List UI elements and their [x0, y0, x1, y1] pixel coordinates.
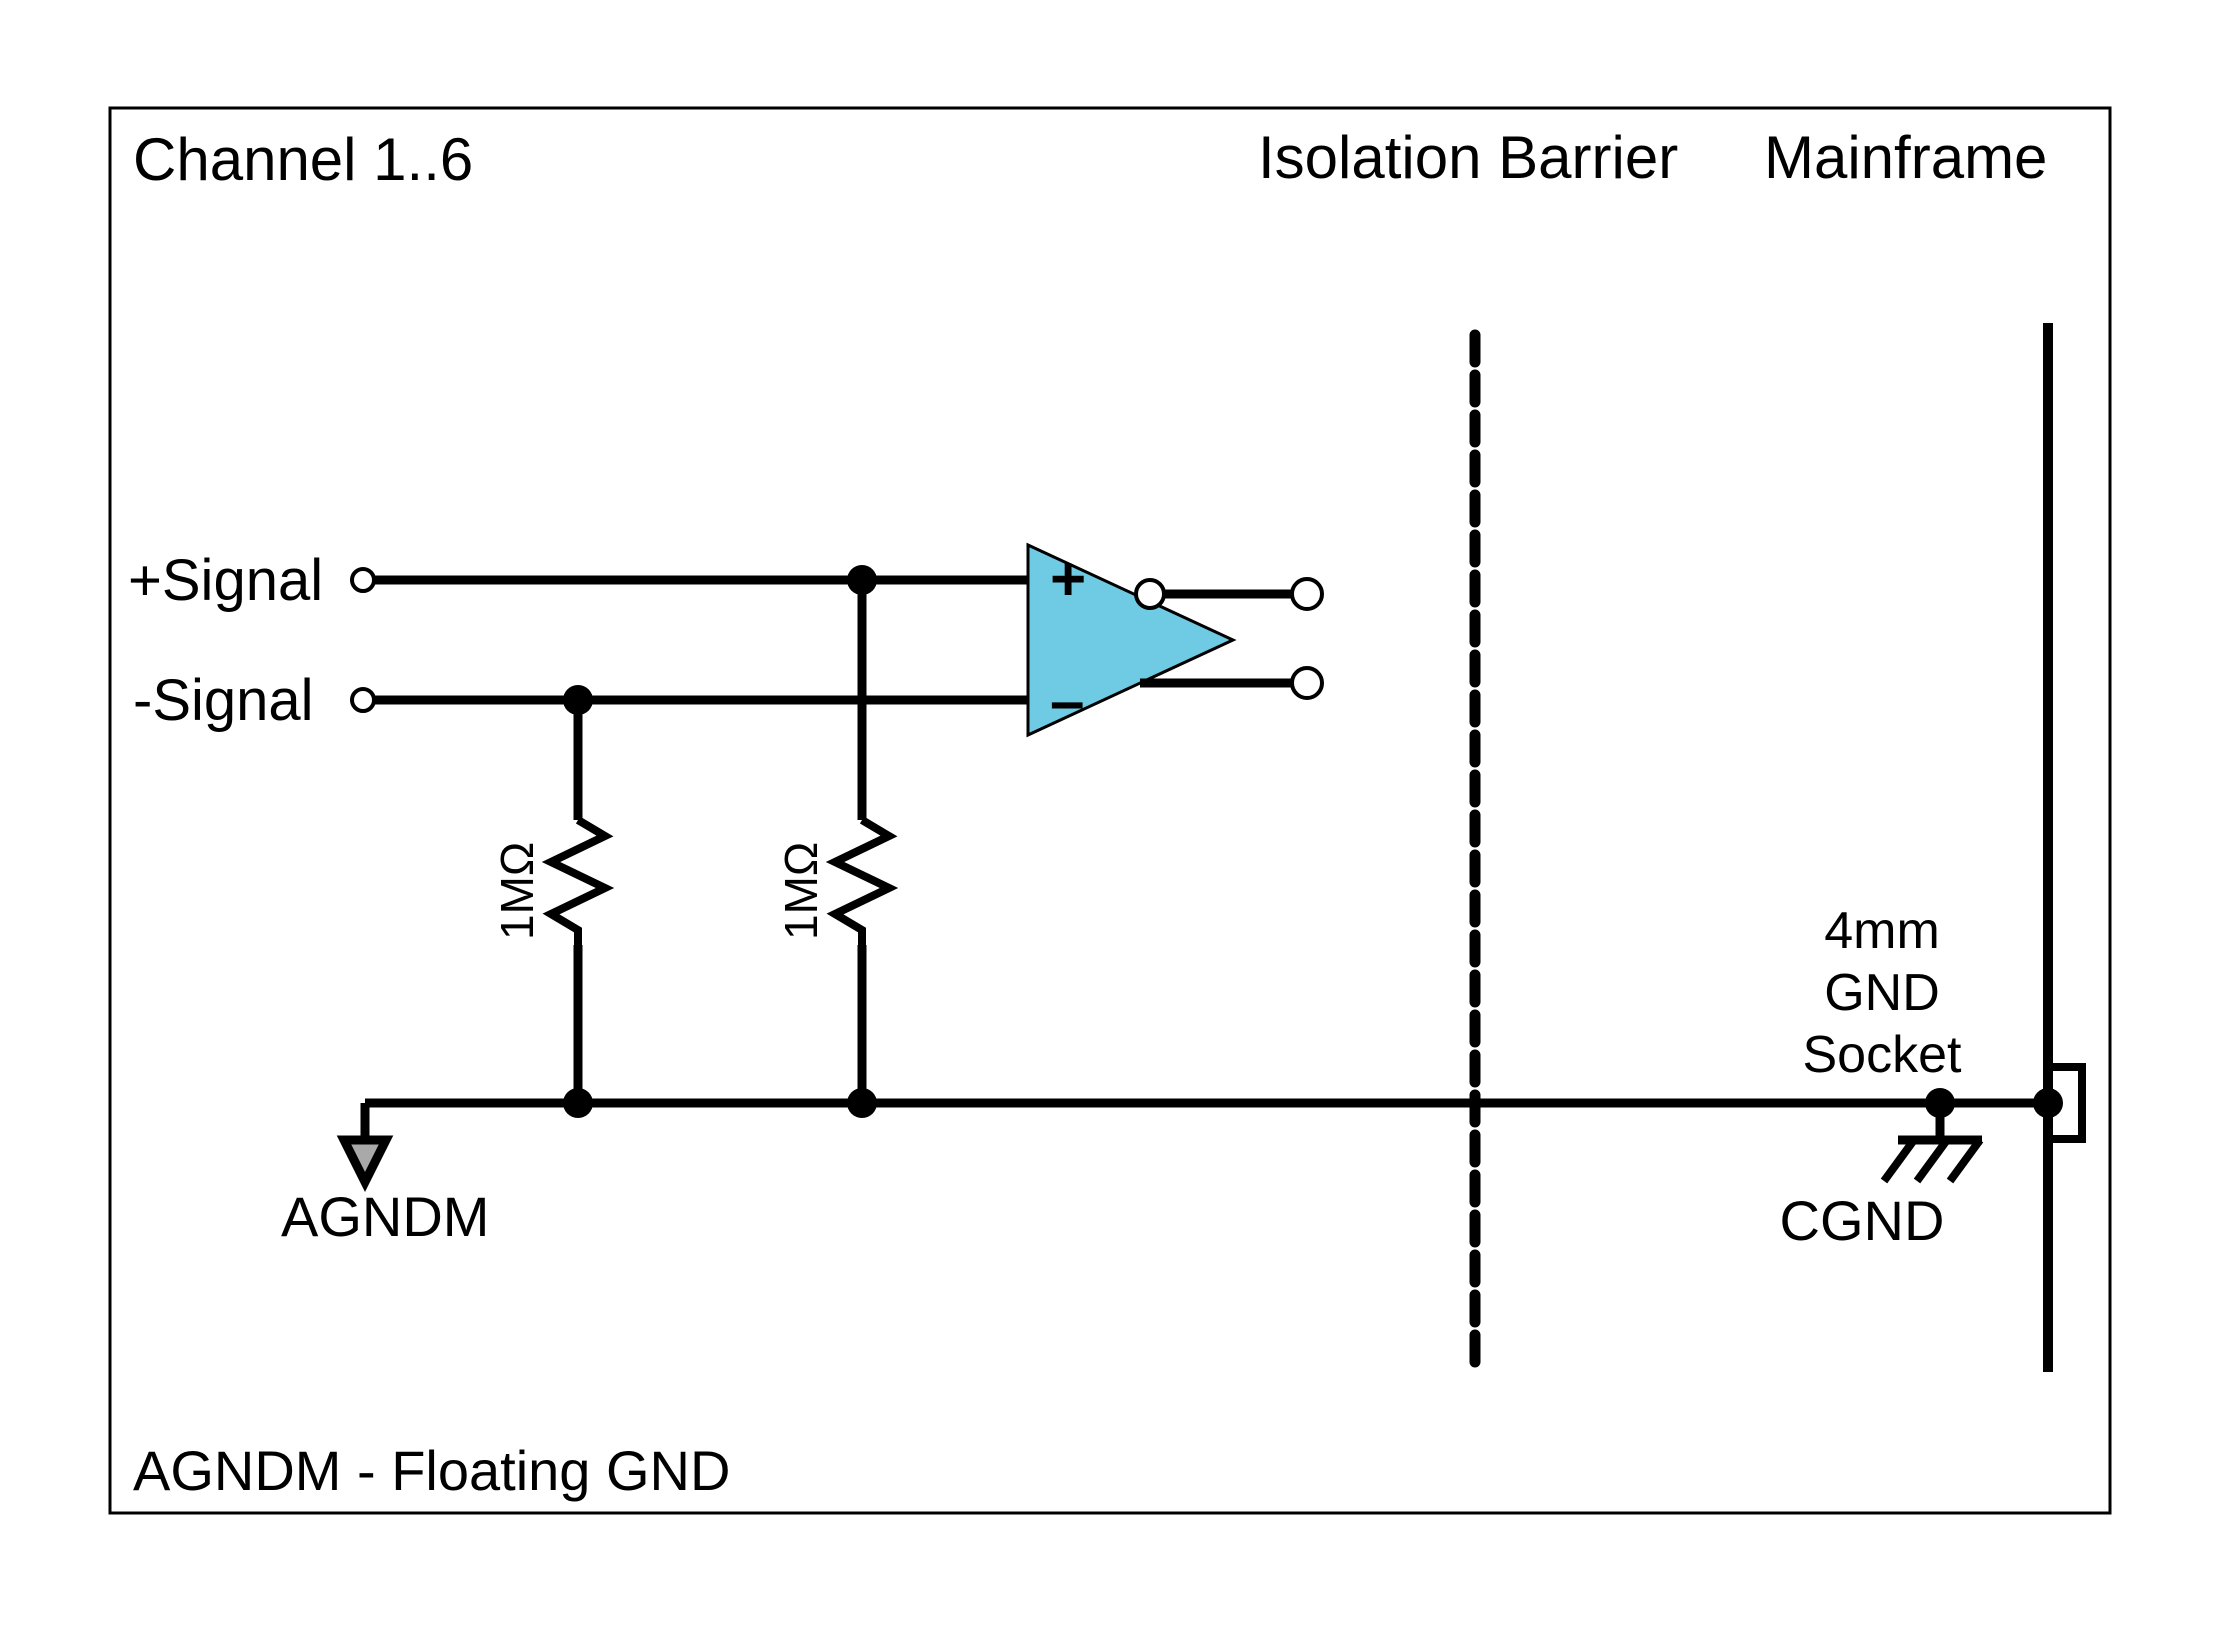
- isolation-amplifier: [1026, 542, 1237, 738]
- junction-dot-minus-signal: [563, 685, 593, 715]
- label-resistor-2: 1MΩ: [775, 842, 827, 940]
- junction-dot-socket: [2033, 1088, 2063, 1118]
- label-resistor-1: 1MΩ: [491, 842, 543, 940]
- terminal-plus-signal[interactable]: [350, 567, 376, 593]
- agndm-ground-marker: [336, 1135, 394, 1193]
- terminal-amp-out-bottom-outer[interactable]: [1290, 666, 1324, 700]
- terminal-minus-signal[interactable]: [350, 687, 376, 713]
- label-minus-signal: -Signal: [133, 668, 314, 733]
- label-plus-signal: +Signal: [128, 548, 323, 613]
- label-mainframe-title: Mainframe: [1764, 124, 2047, 191]
- junction-dot-resistor2-gnd: [847, 1088, 877, 1118]
- cgnd-hatch-3: [1946, 1137, 1984, 1184]
- diagram-border: [108, 106, 2112, 1515]
- resistor-1-symbol: [541, 816, 615, 945]
- label-amp-plus-input: +: [1050, 545, 1086, 614]
- label-channel-title: Channel 1..6: [133, 126, 473, 193]
- label-socket-line3: Socket: [1803, 1026, 1963, 1084]
- label-agndm: AGNDM: [281, 1185, 489, 1248]
- label-socket-line1: 4mm: [1824, 902, 1940, 960]
- cgnd-hatch-2: [1913, 1137, 1951, 1184]
- label-socket-line2: GND: [1824, 964, 1940, 1022]
- junction-dot-cgnd: [1925, 1088, 1955, 1118]
- label-cgnd: CGND: [1780, 1189, 1945, 1252]
- junction-dot-plus-signal: [847, 565, 877, 595]
- label-amp-minus-input: –: [1050, 667, 1084, 736]
- terminal-amp-out-top-outer[interactable]: [1290, 577, 1324, 611]
- cgnd-hatch-1: [1880, 1137, 1918, 1184]
- terminal-amp-out-top-inner[interactable]: [1134, 578, 1166, 610]
- junction-dot-resistor1-gnd: [563, 1088, 593, 1118]
- label-isolation-barrier-title: Isolation Barrier: [1258, 124, 1678, 191]
- gnd-socket-bracket: [2048, 1063, 2086, 1143]
- resistor-2-symbol: [825, 816, 899, 945]
- label-caption: AGNDM - Floating GND: [133, 1439, 730, 1502]
